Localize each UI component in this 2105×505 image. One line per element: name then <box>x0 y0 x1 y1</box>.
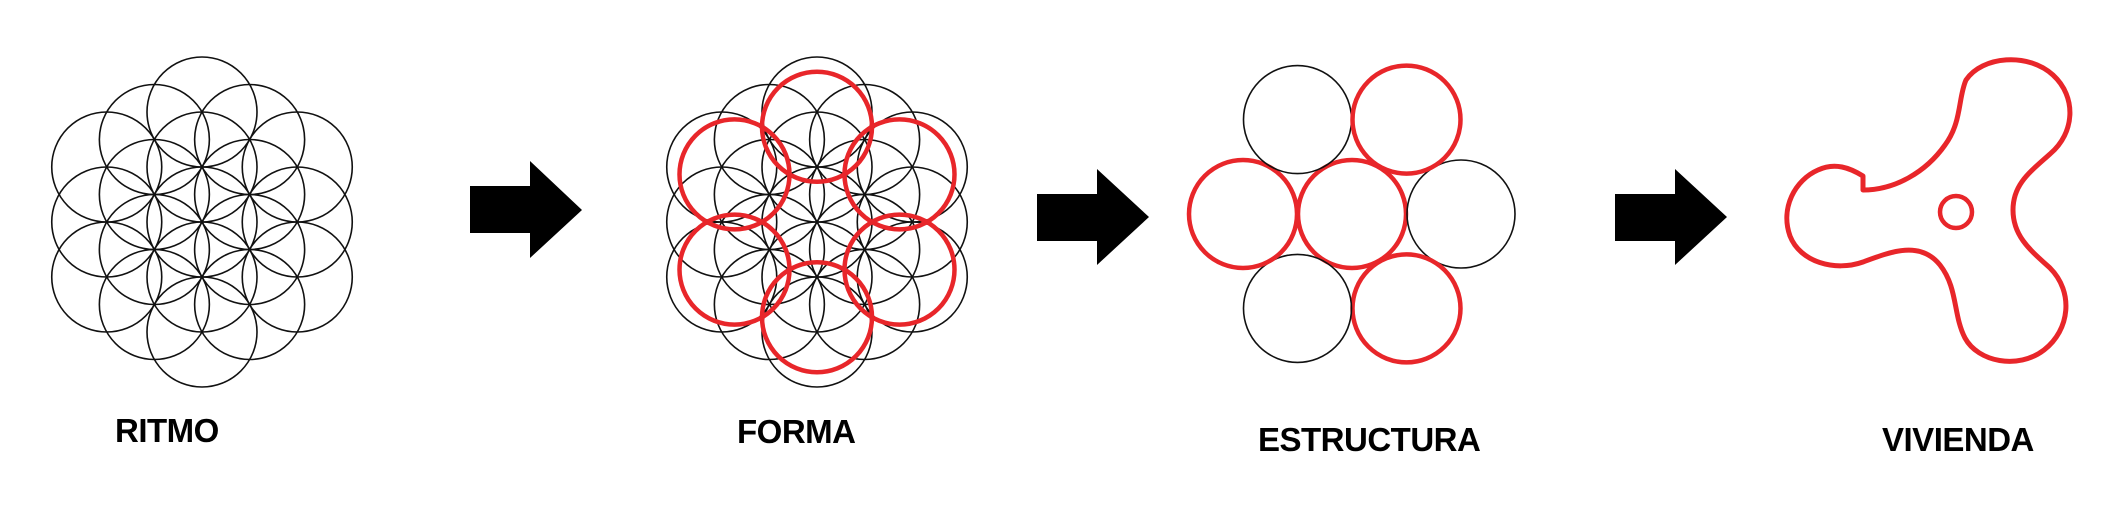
structure-circle-red <box>1295 157 1409 271</box>
arrow-right-icon <box>470 161 582 258</box>
pattern-circle <box>241 221 354 333</box>
pattern-circle <box>241 166 354 278</box>
arrow-right-icon <box>1037 169 1149 265</box>
step-label-forma: FORMA <box>737 413 855 450</box>
step-label-ritmo: RITMO <box>115 412 219 449</box>
highlight-circle <box>677 212 792 327</box>
structure-circle <box>1406 159 1516 269</box>
highlight-circle <box>842 117 957 232</box>
vivienda-shape <box>1784 57 2073 364</box>
structure-circle-red <box>1350 252 1463 365</box>
step-label-vivienda: VIVIENDA <box>1882 421 2034 458</box>
forma-pattern <box>665 56 969 388</box>
structure-circle-red <box>1186 157 1300 271</box>
estructura-pattern <box>1186 63 1516 365</box>
step-label-estructura: ESTRUCTURA <box>1258 421 1480 458</box>
structure-circle-red <box>1350 63 1463 176</box>
center-ring-icon <box>1937 193 1975 231</box>
structure-circle <box>1242 64 1353 175</box>
ritmo-pattern <box>50 56 354 388</box>
structure-circle <box>1242 253 1353 364</box>
dwelling-outline <box>1784 57 2073 364</box>
pattern-circle <box>856 166 969 278</box>
arrow-right-icon <box>1615 169 1727 265</box>
